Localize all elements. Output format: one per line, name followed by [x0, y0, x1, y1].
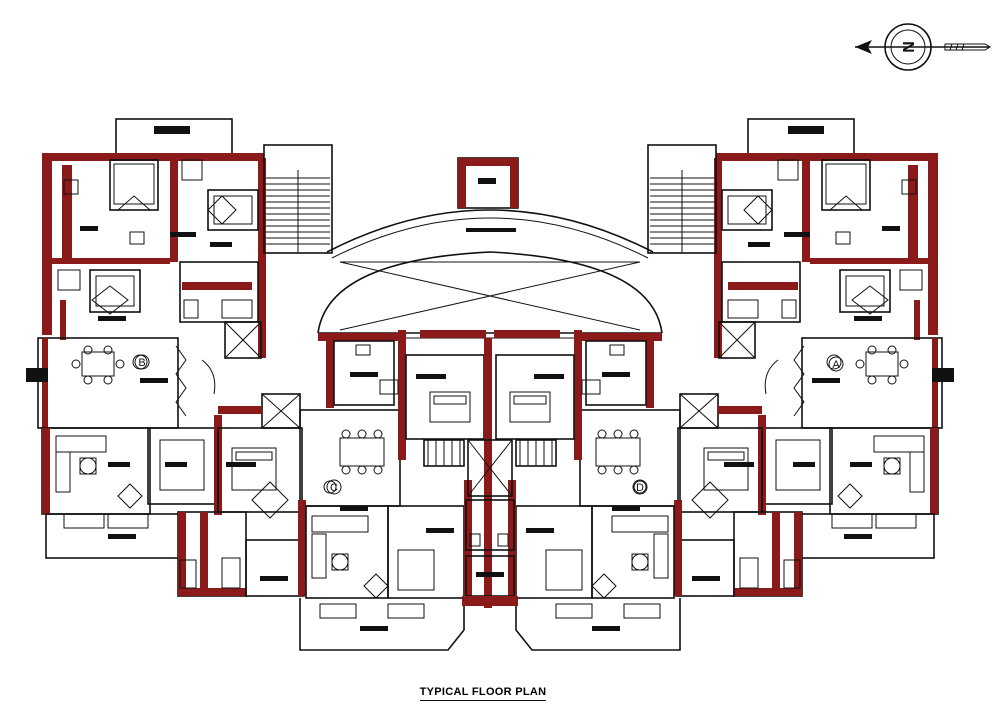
unit-label-circle-d: [632, 479, 648, 495]
plan-title-text: TYPICAL FLOOR PLAN: [419, 686, 547, 701]
apartment-b: [26, 118, 333, 559]
unit-label-circle-b: [134, 354, 150, 370]
apartment-a: [647, 118, 954, 559]
central-core: [462, 338, 518, 608]
unit-label-a: A: [832, 359, 840, 371]
north-arrow-icon: N: [855, 23, 991, 71]
apartment-c: [177, 330, 486, 651]
unit-label-c: C: [330, 482, 338, 494]
unit-labels: A B C D: [134, 354, 844, 495]
unit-label-b: B: [138, 357, 145, 369]
unit-label-d: D: [636, 482, 644, 494]
unit-label-circle-c: [326, 479, 342, 495]
unit-label-circle-a: [828, 356, 844, 372]
apartment-d: [494, 330, 803, 651]
plan-title: TYPICAL FLOOR PLAN: [0, 686, 966, 701]
compass-letter: N: [901, 41, 918, 53]
central-canopy: [317, 157, 663, 339]
